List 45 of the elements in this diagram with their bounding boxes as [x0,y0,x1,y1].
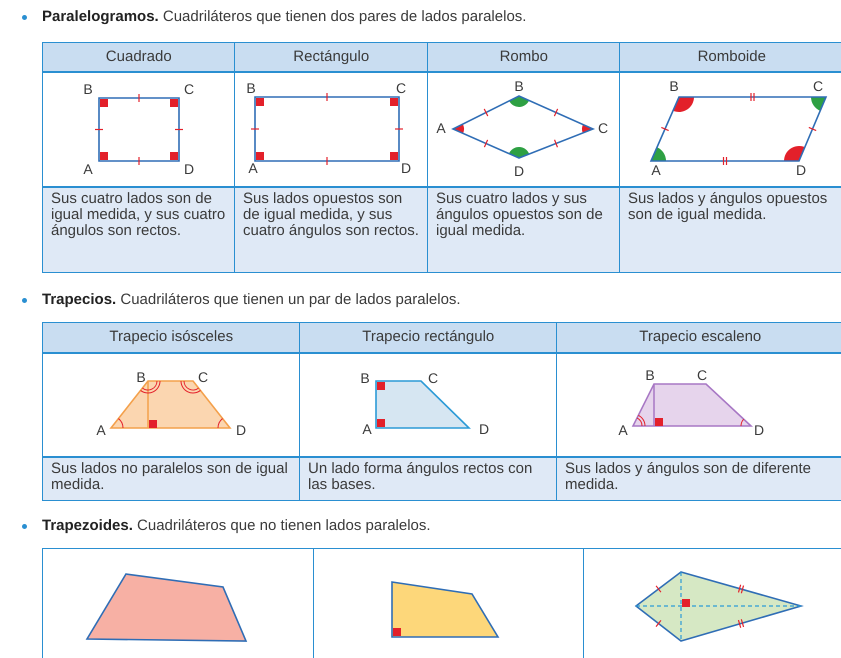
description-cell: Sus lados opuestos son de igual medida, y sus cuatro ángulos son rectos. [234,187,428,273]
vertex-label: A [96,423,106,437]
vertex-label: D [796,163,806,177]
section-heading: Trapezoides. Cuadriláteros que no tienen lados paralelos. [42,517,431,534]
vertex-label: A [362,422,372,436]
vertex-label: C [198,370,208,384]
vertex-label: C [598,121,608,135]
table-header-cell: Cuadrado [42,42,236,72]
vertex-label: D [184,162,194,176]
vertex-label: C [396,81,406,95]
table-header-cell: Rombo [427,42,620,72]
table-header-cell: Trapecio rectángulo [299,322,558,353]
section-heading: Trapecios. Cuadriláteros que tienen un par de lados paralelos. [42,291,461,308]
table-header-cell: Romboide [619,42,841,72]
vertex-label: B [645,368,655,382]
vertex-label: A [436,121,446,135]
table-header-cell: Rectángulo [234,42,428,72]
vertex-label: C [184,82,194,96]
description-cell: Sus lados no paralelos son de igual medida. [42,457,300,501]
vertex-label: A [83,162,93,176]
vertex-label: D [478,422,490,436]
description-cell: Un lado forma ángulos rectos con las bases. [299,457,558,501]
vertex-label: C [428,371,438,385]
vertex-label: B [83,82,93,96]
vertex-label: B [246,81,256,95]
section-heading: Paralelogramos. Cuadriláteros que tienen dos pares de lados paralelos. [42,8,526,25]
vertex-label: B [669,79,679,93]
description-cell: Sus lados y ángulos opuestos son de igual medida. [619,187,841,273]
vertex-label: D [514,164,524,178]
vertex-label: C [696,368,708,382]
vertex-label: A [248,161,258,175]
vertex-label: A [618,423,628,437]
vertex-label: D [236,423,246,437]
vertex-label: A [651,163,661,177]
vertex-label: D [400,161,412,175]
vertex-label: C [812,79,824,93]
description-cell: Sus cuatro lados y sus ángulos opuestos son de igual medida. [427,187,620,273]
table-header-cell: Trapecio isósceles [42,322,300,353]
vertex-label: B [136,370,146,384]
vertex-label: B [360,371,370,385]
description-cell: Sus lados y ángulos son de diferente medida. [556,457,841,501]
vertex-label: B [514,79,524,93]
description-cell: Sus cuatro lados son de igual medida, y sus cuatro ángulos son rectos. [42,187,236,273]
vertex-label: D [754,423,764,437]
table-header-cell: Trapecio escaleno [556,322,841,353]
